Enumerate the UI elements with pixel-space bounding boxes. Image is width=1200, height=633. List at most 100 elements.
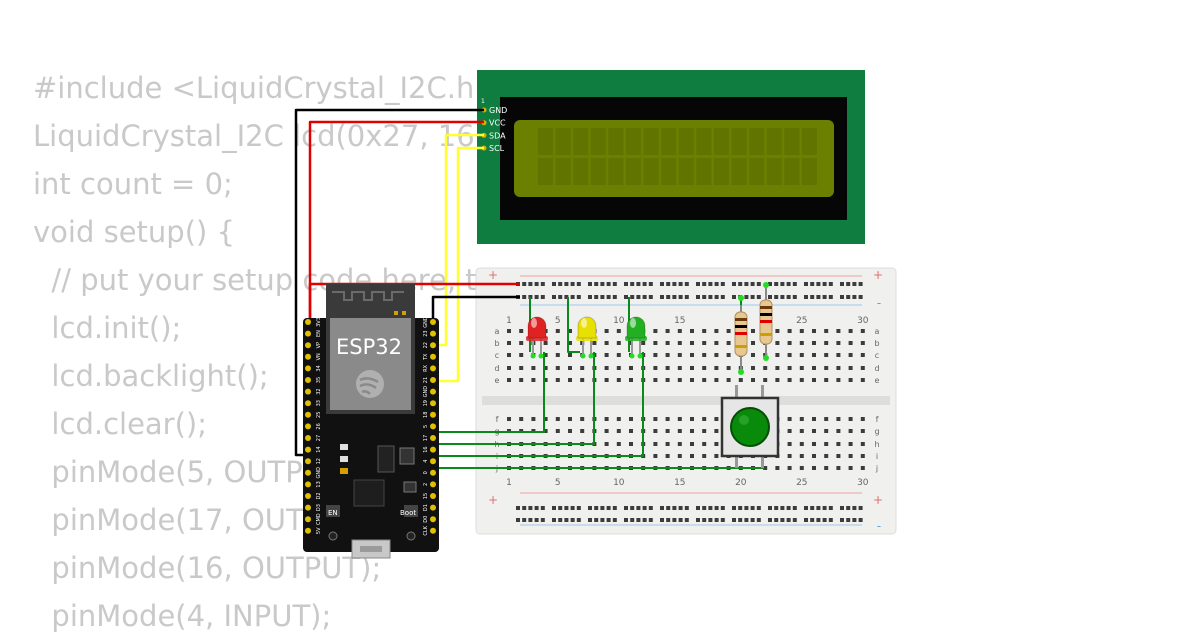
breadboard-hole[interactable] [848,429,853,433]
rail-hole[interactable] [666,518,671,522]
breadboard-hole[interactable] [799,366,804,370]
rail-hole[interactable] [786,518,791,522]
rail-hole[interactable] [630,282,635,286]
breadboard-hole[interactable] [751,341,755,345]
rail-hole[interactable] [636,295,641,299]
breadboard-hole[interactable] [677,341,682,345]
breadboard-hole[interactable] [665,329,670,333]
rail-hole[interactable] [606,506,611,510]
breadboard-hole[interactable] [860,442,865,446]
breadboard-hole[interactable] [848,378,853,382]
breadboard-hole[interactable] [738,378,743,382]
esp32-devkit[interactable]: ESP32 EN Boot 3V3ENVPVN34353233252627141… [303,284,439,559]
esp32-pin[interactable] [305,377,311,383]
breadboard-hole[interactable] [507,378,511,382]
rail-hole[interactable] [624,518,628,522]
breadboard-hole[interactable] [690,341,694,345]
rail-hole[interactable] [786,295,791,299]
rail-hole[interactable] [846,506,851,510]
rail-hole[interactable] [660,506,664,510]
rail-hole[interactable] [768,506,772,510]
rail-hole[interactable] [744,295,749,299]
breadboard-hole[interactable] [653,378,658,382]
rail-hole[interactable] [600,506,605,510]
esp32-pin[interactable] [305,388,311,395]
rail-hole[interactable] [528,282,533,286]
breadboard-hole[interactable] [568,366,572,370]
esp32-pin[interactable] [430,516,436,523]
rail-hole[interactable] [714,506,719,510]
rail-hole[interactable] [780,506,785,510]
breadboard-hole[interactable] [714,378,719,382]
breadboard-hole[interactable] [726,341,731,345]
breadboard-hole[interactable] [677,442,682,446]
breadboard-hole[interactable] [519,353,524,357]
rail-hole[interactable] [576,282,581,286]
breadboard-hole[interactable] [604,366,609,370]
green-led[interactable] [625,316,647,359]
breadboard-hole[interactable] [836,366,841,370]
breadboard-hole[interactable] [568,353,572,357]
rail-hole[interactable] [714,282,719,286]
esp32-pin[interactable] [430,353,436,360]
breadboard-hole[interactable] [714,417,719,421]
pushbutton[interactable] [720,385,780,468]
breadboard-hole[interactable] [799,466,804,470]
rail-hole[interactable] [558,295,563,299]
rail-hole[interactable] [642,518,647,522]
breadboard-hole[interactable] [787,442,792,446]
rail-hole[interactable] [606,518,611,522]
rail-hole[interactable] [810,506,815,510]
resistor-1[interactable] [734,295,748,375]
rail-hole[interactable] [564,506,569,510]
rail-hole[interactable] [810,295,815,299]
rail-hole[interactable] [648,282,653,286]
esp32-pin[interactable] [305,400,311,407]
breadboard-hole[interactable] [836,466,841,470]
breadboard-hole[interactable] [519,417,524,421]
breadboard-hole[interactable] [787,429,792,433]
rail-hole[interactable] [642,282,647,286]
breadboard-hole[interactable] [836,442,841,446]
rail-hole[interactable] [702,506,707,510]
esp32-pin[interactable] [305,504,311,511]
rail-hole[interactable] [858,282,863,286]
rail-hole[interactable] [576,518,581,522]
rail-hole[interactable] [630,295,635,299]
rail-hole[interactable] [708,518,713,522]
rail-hole[interactable] [660,282,664,286]
breadboard-hole[interactable] [543,341,548,345]
breadboard-hole[interactable] [860,429,865,433]
rail-hole[interactable] [846,518,851,522]
rail-hole[interactable] [576,295,581,299]
breadboard-hole[interactable] [543,417,548,421]
esp32-pin[interactable] [305,342,311,349]
rail-hole[interactable] [528,518,533,522]
rail-hole[interactable] [852,518,857,522]
rail-hole[interactable] [720,295,725,299]
rail-hole[interactable] [744,506,749,510]
breadboard-hole[interactable] [702,429,707,433]
rail-hole[interactable] [672,518,677,522]
breadboard-hole[interactable] [799,417,804,421]
rail-hole[interactable] [588,282,592,286]
rail-hole[interactable] [852,282,857,286]
rail-hole[interactable] [612,518,617,522]
rail-hole[interactable] [684,295,689,299]
breadboard-hole[interactable] [690,417,694,421]
breadboard-hole[interactable] [824,429,829,433]
breadboard-hole[interactable] [714,366,719,370]
esp32-pin[interactable] [430,365,436,372]
esp32-pin[interactable] [305,365,311,372]
breadboard-hole[interactable] [787,454,792,458]
rail-hole[interactable] [570,282,575,286]
breadboard-hole[interactable] [592,341,597,345]
rail-hole[interactable] [708,295,713,299]
rail-hole[interactable] [756,295,761,299]
breadboard-hole[interactable] [568,341,572,345]
rail-hole[interactable] [630,518,635,522]
breadboard-hole[interactable] [702,417,707,421]
rail-hole[interactable] [744,518,749,522]
breadboard-hole[interactable] [690,429,694,433]
breadboard-hole[interactable] [555,341,560,345]
